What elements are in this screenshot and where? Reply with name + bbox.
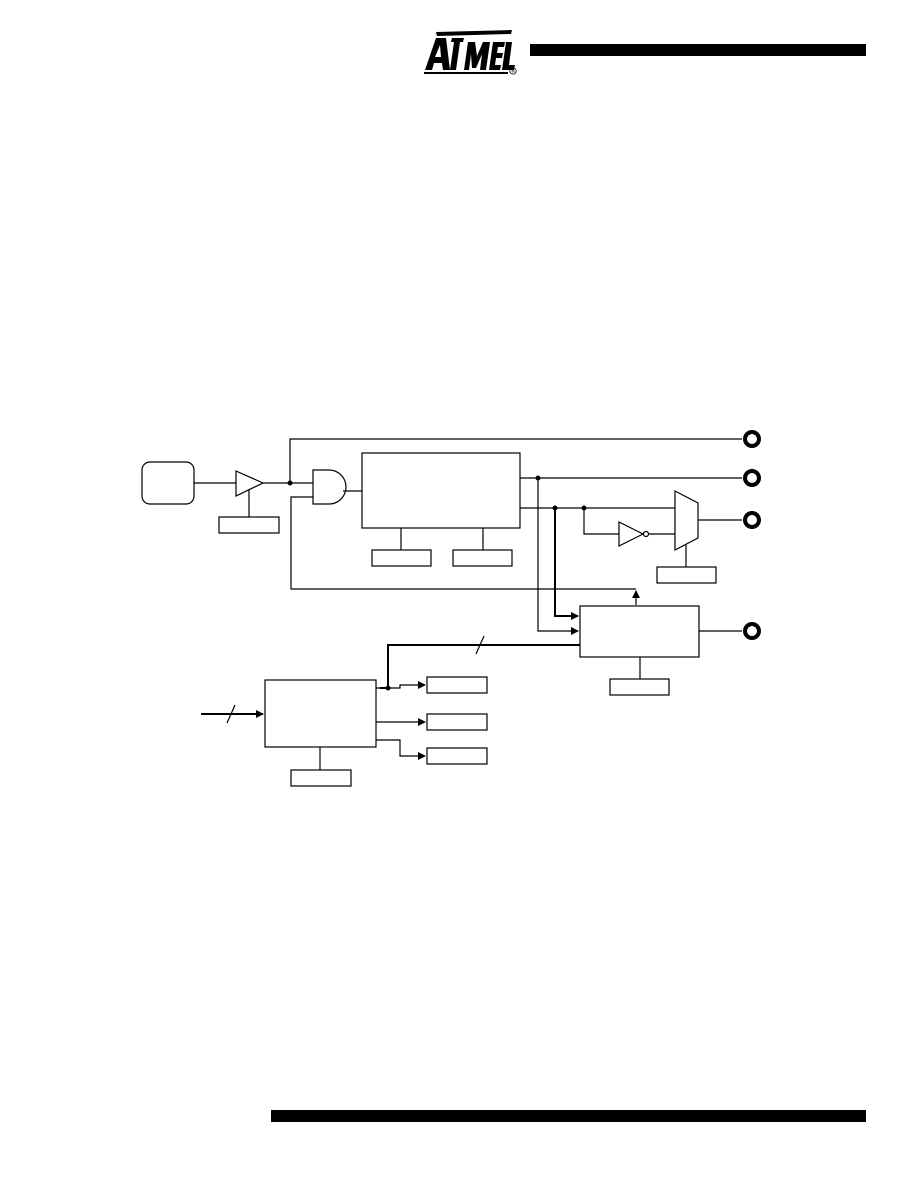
atmel-logo: ® [424, 30, 517, 75]
decoder-output-register-2 [426, 713, 488, 731]
output-pin-3 [743, 511, 761, 529]
buffer-enable-register [218, 516, 280, 534]
clock-source-block [141, 461, 195, 505]
mux-select-register [656, 566, 717, 584]
bus-width-mark [475, 635, 485, 655]
registered-mark: ® [512, 68, 516, 74]
wire-to-inverter [583, 508, 619, 535]
footer-bar [271, 1110, 866, 1122]
capture-block [579, 605, 700, 658]
capture-control-register [609, 678, 670, 696]
counter-control-register-2 [452, 549, 513, 567]
wire-counter-to-capture-1 [554, 508, 579, 620]
wire-decoder-output-1 [376, 681, 426, 689]
and-gate [312, 469, 347, 505]
bus-input-width-mark [226, 704, 236, 724]
counter-control-register-1 [371, 549, 432, 567]
wire-feedback [290, 496, 636, 590]
decoder-control-register [290, 769, 352, 787]
counter-block [361, 452, 521, 529]
buffer-gate [235, 470, 265, 497]
inverter-bubble [642, 530, 650, 538]
wire-counter-to-capture-2 [537, 478, 579, 635]
decoder-output-register-3 [426, 747, 488, 765]
header-bar [530, 44, 866, 56]
output-pin-1 [743, 430, 761, 448]
bus-decoder-to-capture [380, 644, 580, 689]
wire-decoder-output-3 [376, 739, 426, 760]
decoder-output-register-1 [426, 676, 488, 694]
output-pin-4 [743, 622, 761, 640]
wire-node-to-pin-1 [289, 438, 742, 483]
output-pin-2 [743, 469, 761, 487]
inverter-gate [618, 521, 645, 547]
decoder-block [264, 679, 377, 748]
multiplexer [674, 490, 699, 551]
